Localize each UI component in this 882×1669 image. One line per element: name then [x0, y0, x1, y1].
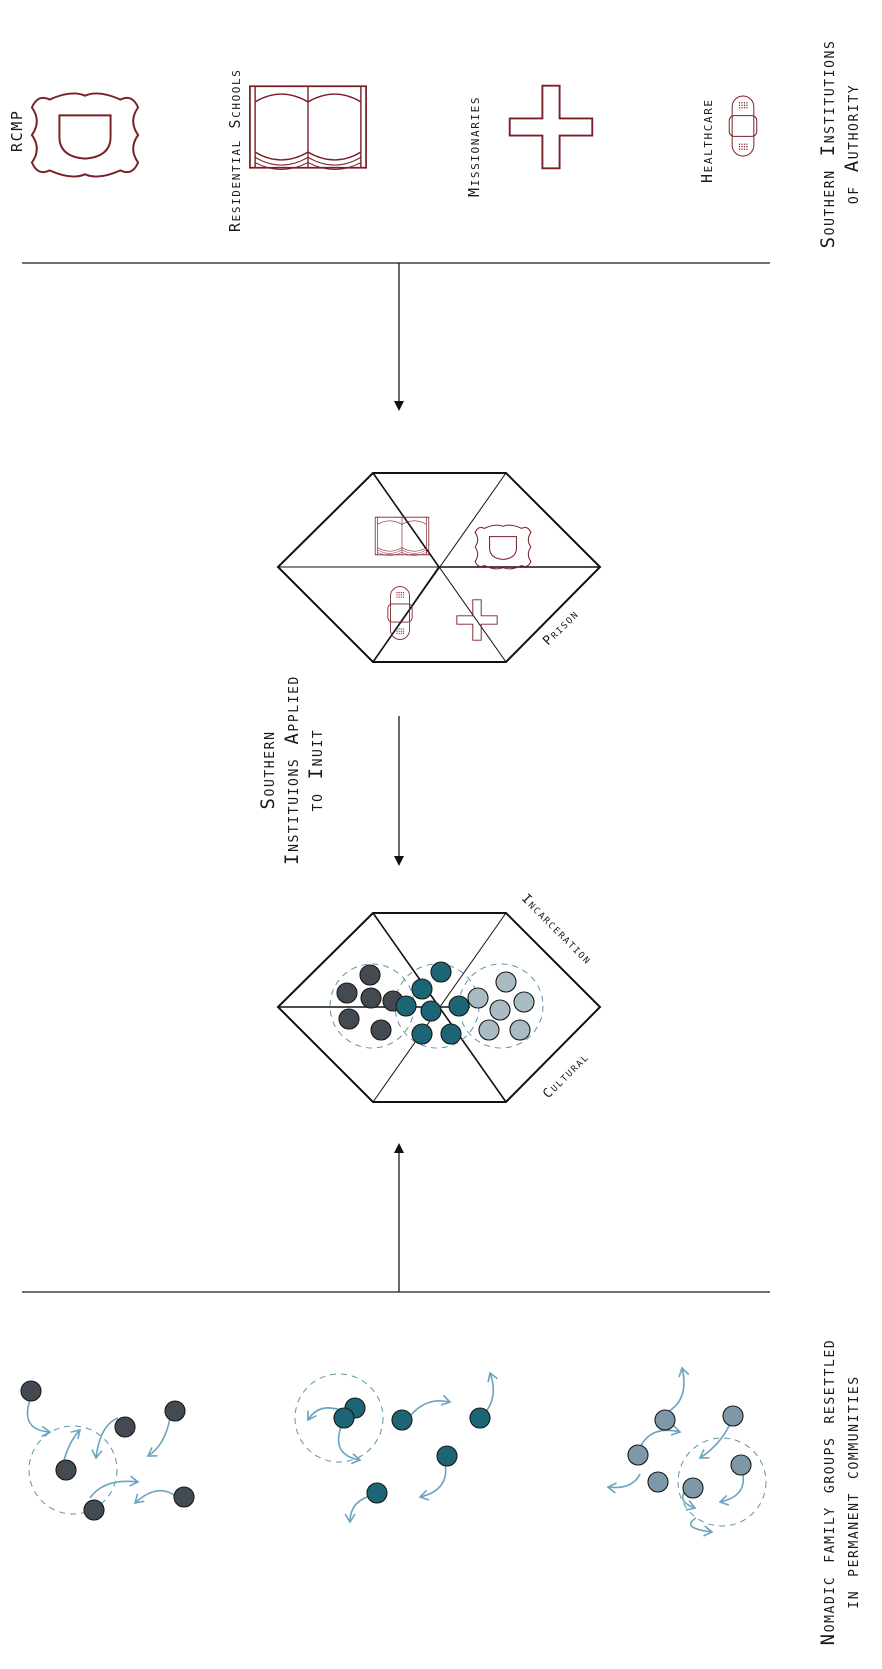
- family-dot: [440, 1023, 462, 1045]
- southern-authority-title-line2: of Authority: [841, 84, 863, 204]
- cultural-label: Cultural: [540, 1050, 592, 1102]
- family-dot: [509, 1019, 531, 1041]
- nomadic-caption-line1: Nomadic family groups resettled: [817, 1339, 839, 1646]
- incarceration-label: Incarceration: [518, 891, 595, 968]
- residential-schools-label: Residential Schools: [226, 69, 244, 232]
- family-dot: [627, 1444, 649, 1466]
- family-dot: [411, 1023, 433, 1045]
- southern-authority-title-line1: Southern Institutions: [817, 40, 839, 249]
- dark-family-cluster: [336, 964, 404, 1041]
- family-dot: [722, 1405, 744, 1427]
- family-dot: [469, 1407, 491, 1429]
- family-dot: [338, 1008, 360, 1030]
- book-icon: [248, 85, 368, 171]
- family-dot: [513, 991, 535, 1013]
- applied-caption-line3: to Inuit: [305, 729, 327, 812]
- family-dot: [83, 1499, 105, 1521]
- family-dot: [467, 987, 489, 1009]
- applied-caption-line2: Instituions Applied: [281, 675, 303, 865]
- badge-icon: [30, 92, 140, 178]
- family-dot: [336, 982, 358, 1004]
- family-dot: [730, 1454, 752, 1476]
- family-dot: [360, 987, 382, 1009]
- family-dot: [682, 1477, 704, 1499]
- prison-bandage-icon: [387, 586, 413, 640]
- cross-icon: [508, 84, 594, 170]
- family-dot: [478, 1019, 500, 1041]
- teal-family-group: [333, 1397, 491, 1504]
- family-dot: [411, 978, 433, 1000]
- prison-book-icon: [374, 516, 430, 557]
- family-dot: [436, 1445, 458, 1467]
- family-dot: [395, 995, 417, 1017]
- family-dot: [430, 961, 452, 983]
- family-dot: [654, 1409, 676, 1431]
- family-dot: [173, 1486, 195, 1508]
- family-dot: [333, 1407, 355, 1429]
- family-dot: [359, 964, 381, 986]
- family-dot: [370, 1019, 392, 1041]
- family-dot: [114, 1416, 136, 1438]
- family-dot: [489, 999, 511, 1021]
- community-ring-3: [677, 1437, 767, 1527]
- rcmp-label: RCMP: [8, 109, 26, 152]
- bandage-icon: [729, 96, 757, 156]
- family-dot: [20, 1380, 42, 1402]
- gray-family-group: [627, 1405, 752, 1499]
- prison-hexagon: [276, 472, 602, 663]
- dark-family-group: [20, 1380, 195, 1521]
- prison-label: Prison: [540, 607, 582, 649]
- light-family-cluster: [467, 971, 535, 1041]
- family-dot: [495, 971, 517, 993]
- family-dot: [420, 1000, 442, 1022]
- family-dot: [366, 1482, 388, 1504]
- family-dot: [391, 1409, 413, 1431]
- missionaries-label: Missionaries: [465, 96, 483, 197]
- prison-badge-icon: [474, 524, 532, 570]
- light-group-ring: [458, 963, 544, 1049]
- healthcare-label: Healthcare: [698, 98, 716, 183]
- applied-caption-line1: Southern: [257, 730, 279, 809]
- community-ring-2: [294, 1373, 384, 1463]
- community-ring-1: [28, 1425, 118, 1515]
- teal-family-cluster: [395, 961, 470, 1045]
- nomadic-caption-line2: in permanent communities: [841, 1375, 863, 1608]
- family-dot: [55, 1459, 77, 1481]
- family-dot: [448, 995, 470, 1017]
- family-dot: [164, 1400, 186, 1422]
- family-dot: [647, 1471, 669, 1493]
